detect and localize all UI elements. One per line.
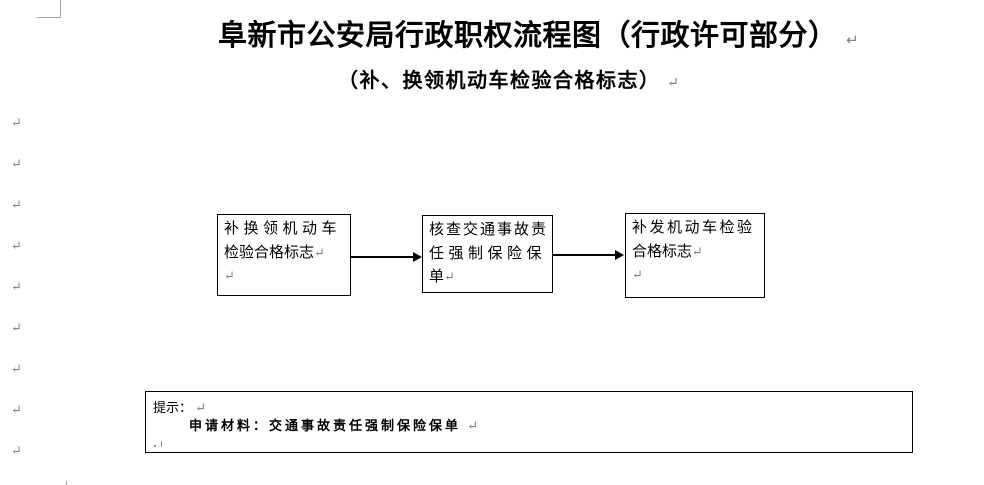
- paragraph-mark-icon: ↵: [467, 418, 479, 433]
- page-title: 阜新市公安局行政职权流程图（行政许可部分） ↵: [218, 20, 859, 52]
- flow-arrow-2-line: [553, 254, 617, 256]
- paragraph-mark-icon: ↵: [667, 76, 679, 91]
- page-subtitle-text: （补、换领机动车检验合格标志）: [338, 70, 661, 92]
- text-boundary-corner-top-icon: [60, 0, 61, 17]
- paragraph-mark-icon: ↵: [11, 443, 22, 458]
- paragraph-mark-icon: ↵: [692, 243, 703, 259]
- flow-box-line: 核查交通事故责: [429, 222, 549, 238]
- paragraph-mark-icon: ↵: [224, 268, 235, 283]
- flow-box-reissue-mark: 补发机动车检验 合格标志↵ ↵: [625, 213, 765, 298]
- page-subtitle: （补、换领机动车检验合格标志） ↵: [338, 69, 679, 93]
- paragraph-mark-icon: ↵: [11, 156, 22, 171]
- paragraph-mark-icon: ↵: [11, 115, 22, 130]
- page-title-text: 阜新市公安局行政职权流程图（行政许可部分）: [218, 20, 838, 52]
- paragraph-mark-icon: ↵: [11, 279, 22, 294]
- paragraph-mark-icon: ↵: [11, 238, 22, 253]
- flow-arrow-1-line: [351, 256, 415, 258]
- flow-arrow-2-head-icon: [615, 249, 624, 260]
- flow-box-verify-insurance: 核查交通事故责 任强制保险保 单↵: [422, 215, 553, 293]
- flow-box-line: 合格标志↵: [632, 243, 703, 260]
- flow-arrow-1-head-icon: [413, 251, 422, 262]
- paragraph-mark-icon: ↵: [11, 320, 22, 335]
- flow-box-line: 补换领机动车: [224, 221, 342, 237]
- flow-box-line: 检验合格标志↵: [224, 244, 325, 261]
- flow-box-line: ↵: [632, 264, 758, 288]
- flow-box-line: 补发机动车检验: [632, 220, 755, 236]
- hidden-mark-dot-icon: [154, 445, 156, 447]
- text-boundary-corner-bottom-icon: [66, 481, 67, 485]
- paragraph-mark-icon: ↵: [846, 32, 859, 49]
- paragraph-mark-icon: ↵: [632, 267, 643, 282]
- flow-box-line: 任强制保险保: [429, 245, 547, 262]
- notice-box: 提示： ↵ 申请材料：交通事故责任强制保险保单 ↵: [145, 391, 913, 453]
- left-margin-paragraph-marks: ↵ ↵ ↵ ↵ ↵ ↵ ↵ ↵ ↵: [11, 115, 22, 458]
- notice-label: 提示： ↵: [153, 400, 207, 415]
- paragraph-mark-icon: ↵: [11, 361, 22, 376]
- flow-box-line: 单↵: [429, 269, 455, 285]
- paragraph-mark-icon: ↵: [11, 197, 22, 212]
- notice-materials: 申请材料：交通事故责任强制保险保单 ↵: [189, 418, 479, 433]
- flow-box-line: ↵: [224, 265, 344, 289]
- paragraph-mark-icon: ↵: [314, 244, 325, 260]
- hidden-mark-bar-icon: [161, 441, 162, 447]
- flow-box-reapply-mark: 补换领机动车 检验合格标志↵ ↵: [217, 214, 351, 296]
- paragraph-mark-icon: ↵: [444, 269, 455, 284]
- paragraph-mark-icon: ↵: [11, 402, 22, 417]
- text-boundary-corner-top-icon: [37, 17, 61, 18]
- paragraph-mark-icon: ↵: [195, 400, 207, 415]
